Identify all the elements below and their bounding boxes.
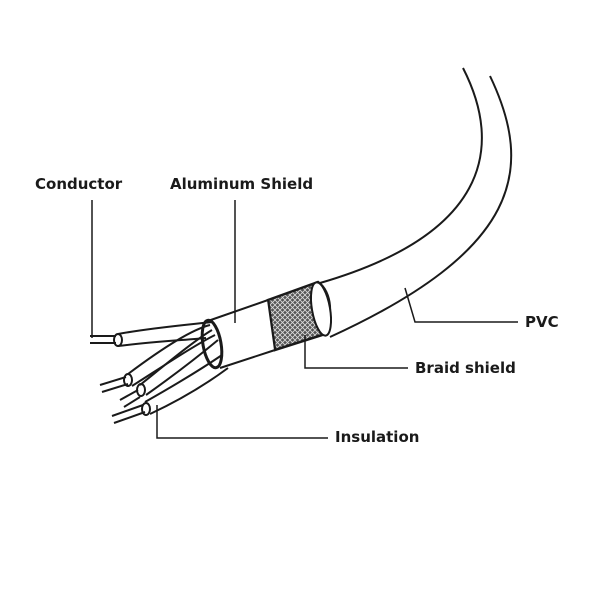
label-insulation: Insulation <box>335 428 420 446</box>
pvc-jacket-bottom <box>329 75 513 338</box>
wire-3 <box>139 329 219 396</box>
braid-shield-leader <box>304 335 408 369</box>
wire-4 <box>144 354 229 415</box>
label-braid-shield: Braid shield <box>415 359 516 377</box>
conductor-3 <box>119 389 141 408</box>
wire-1 <box>117 321 213 347</box>
conductor-1 <box>90 335 116 344</box>
label-aluminum-shield: Aluminum Shield <box>170 175 314 193</box>
pvc-jacket-top <box>319 67 483 284</box>
label-conductor: Conductor <box>35 175 123 193</box>
wire-2 <box>127 324 216 387</box>
pvc-leader <box>404 287 518 323</box>
conductor-2 <box>99 376 129 393</box>
conductor-4 <box>111 404 146 424</box>
insulation-leader <box>156 405 328 439</box>
label-pvc: PVC <box>525 313 559 331</box>
